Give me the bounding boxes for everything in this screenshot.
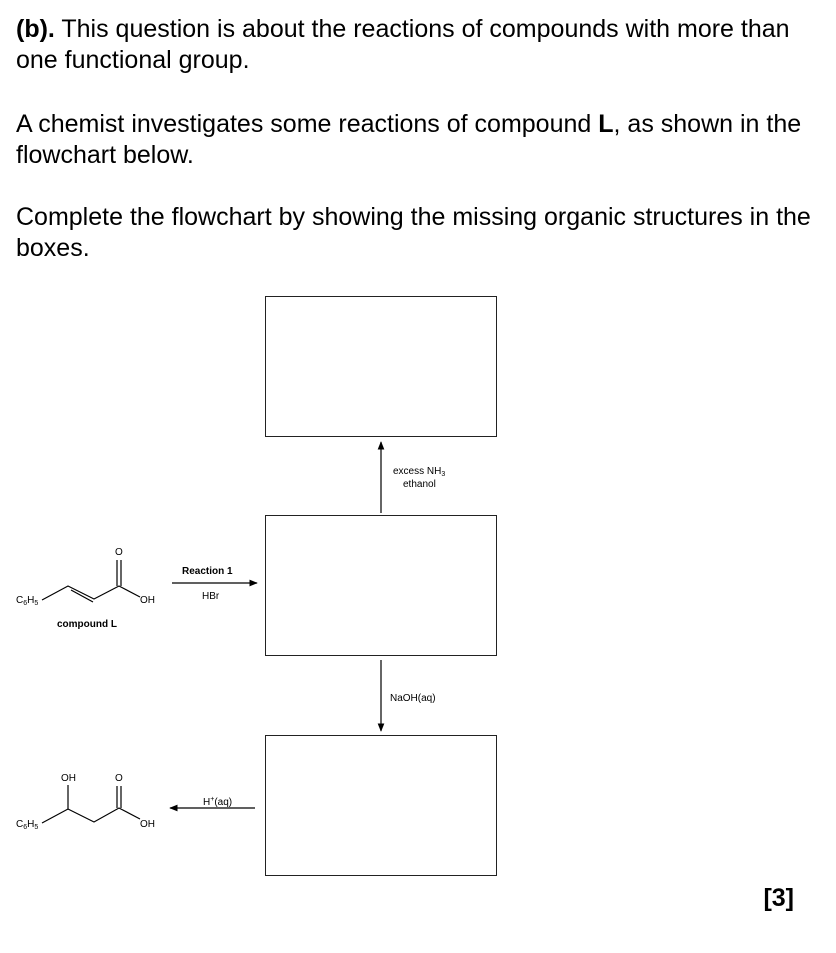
compound-L-phenyl: C6H5 [16,595,39,607]
acid-reagent: H+(aq) [203,796,233,808]
context-text-start: A chemist investigates some reactions of… [16,110,599,138]
answer-box-hydrolysis-product[interactable] [265,735,497,876]
naoh-reagent: NaOH(aq) [390,693,436,704]
reaction1-reagent: HBr [202,591,220,602]
product-phenyl: C6H5 [16,819,39,831]
answer-box-amine-product[interactable] [265,296,497,437]
product-oxygen: O [115,773,123,784]
instruction-text: Complete the flowchart by showing the mi… [16,203,811,262]
intro-text: This question is about the reactions of … [16,15,790,74]
compound-L-structure [41,560,141,603]
product-hydroxyl-top: OH [61,773,76,784]
compound-L-oxygen: O [115,547,123,558]
compound-L-hydroxyl: OH [140,595,155,606]
marks-label: [3] [763,884,794,912]
context-text-end: , as shown in the flowchart below. [16,110,802,169]
part-label: (b). [16,15,55,43]
product-structure [41,785,141,824]
compound-L-caption: compound L [57,619,117,630]
answer-box-reaction1-product[interactable] [265,515,497,656]
question-intro: (b). This question is about the reaction… [16,14,816,76]
product-hydroxyl: OH [140,819,155,830]
reaction1-title: Reaction 1 [182,566,233,577]
compound-L-label: L [598,110,614,138]
question-context: A chemist investigates some reactions of… [16,109,816,171]
ethanol-solvent: ethanol [403,479,436,490]
ammonia-reagent: excess NH3 [393,466,446,478]
question-instruction: Complete the flowchart by showing the mi… [16,202,816,264]
